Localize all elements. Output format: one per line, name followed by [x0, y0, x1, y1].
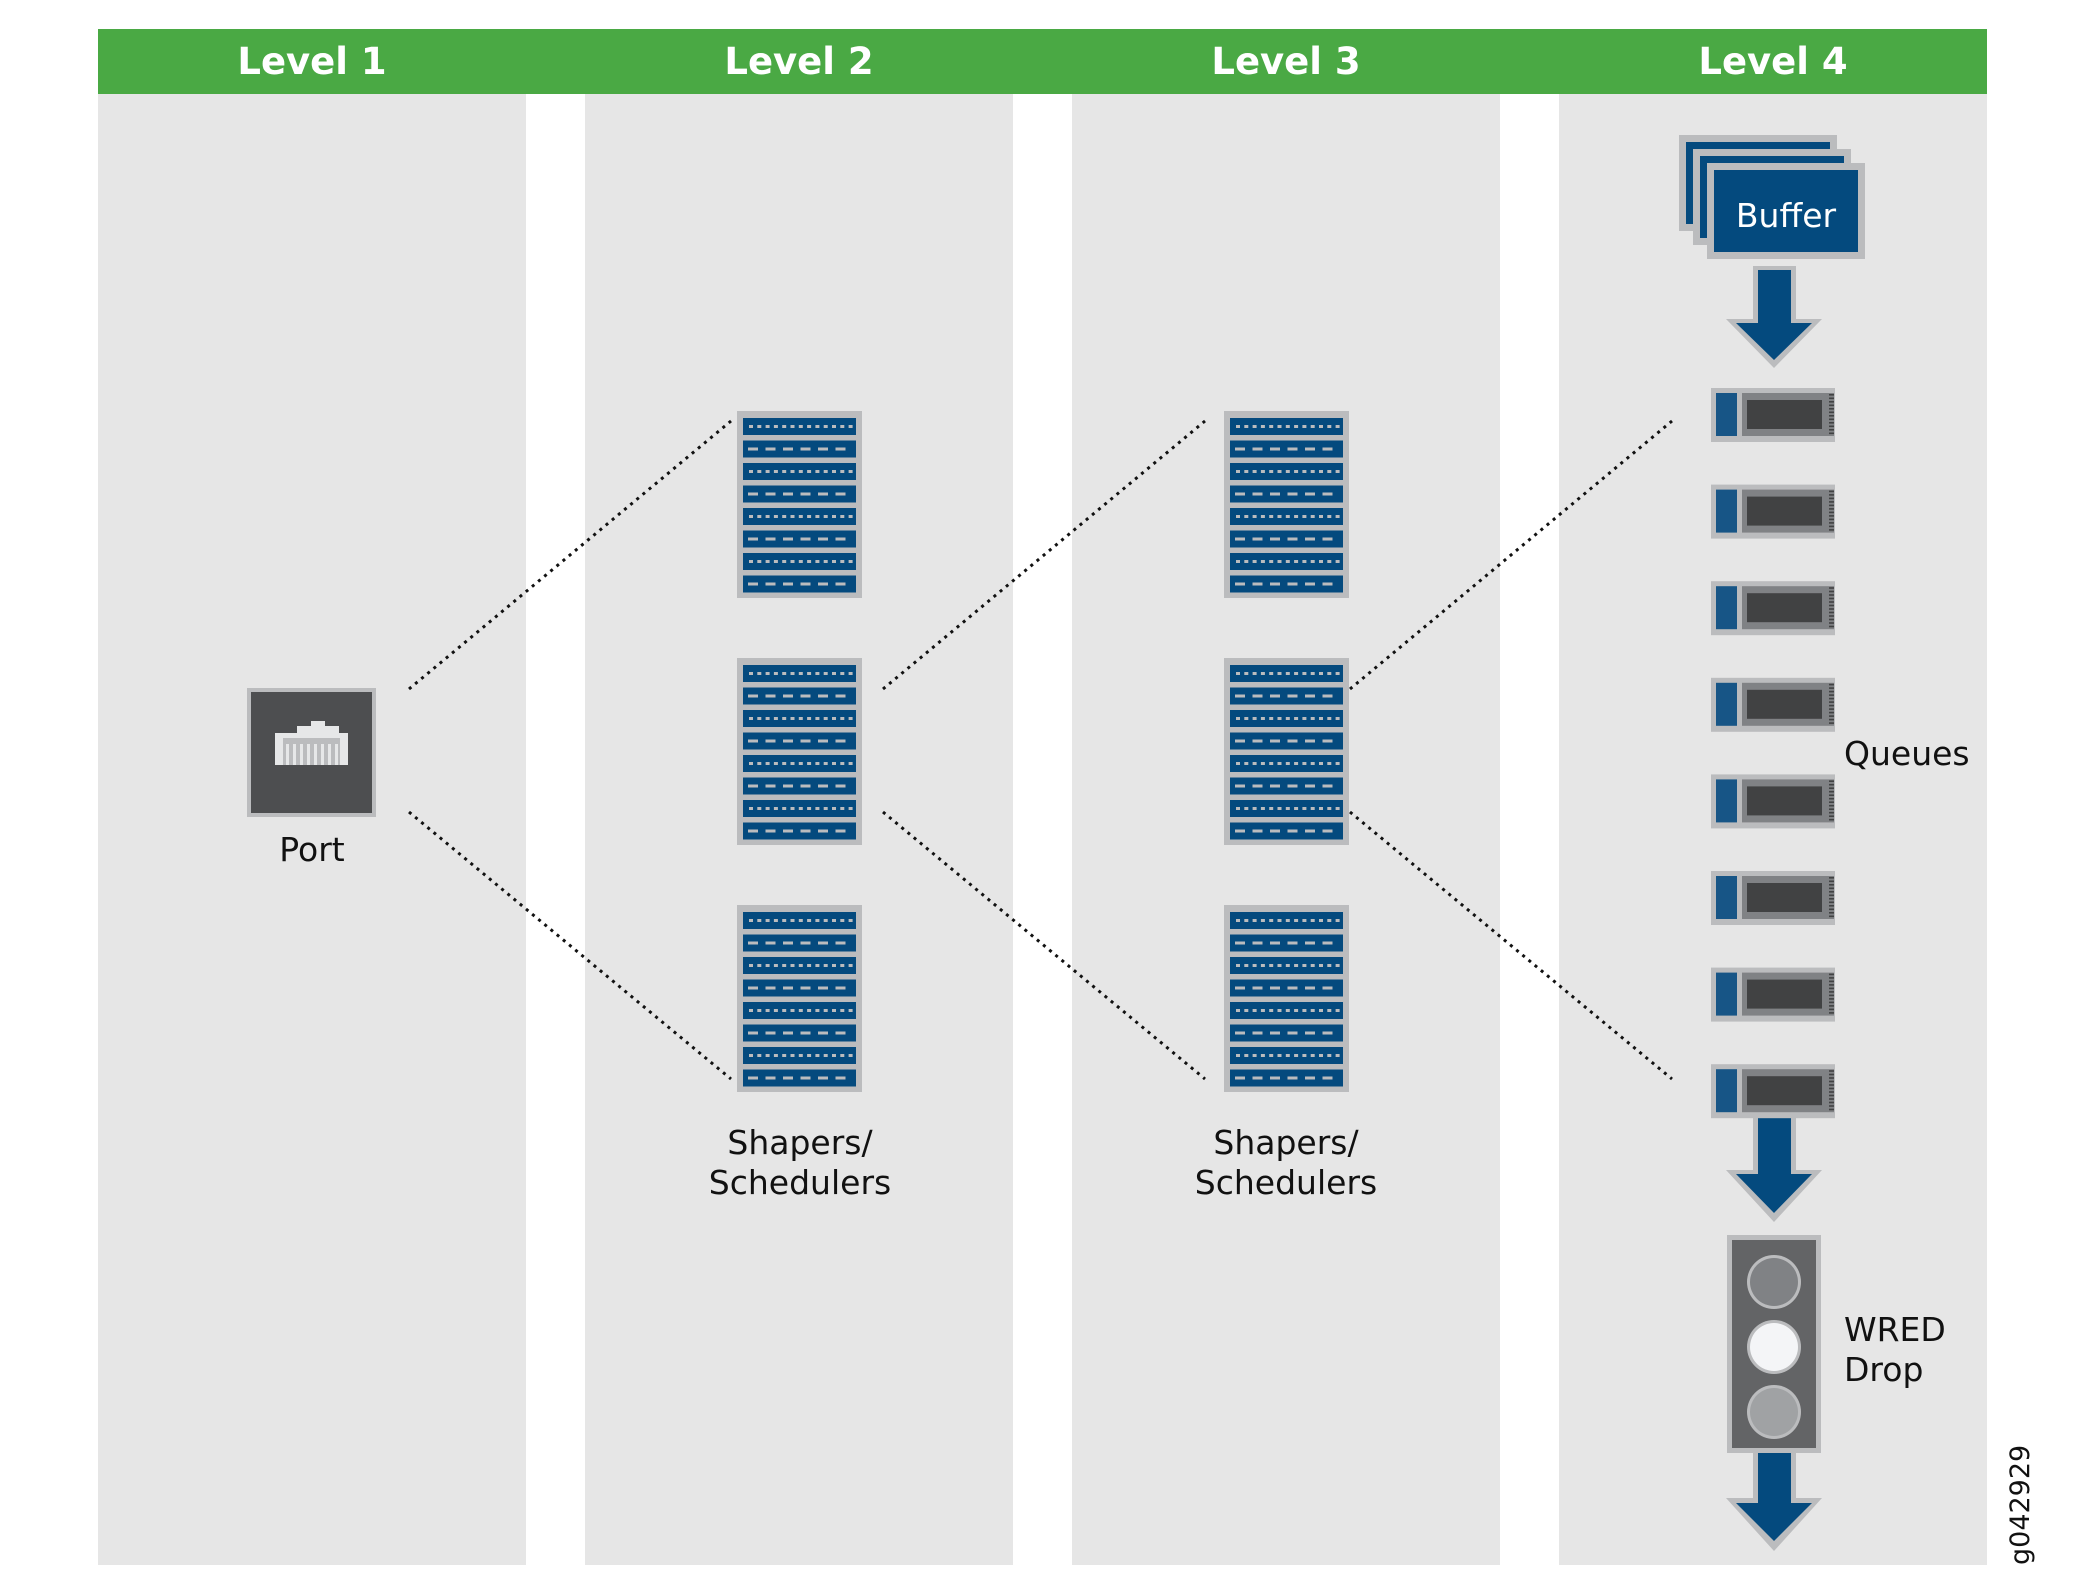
level-2-node-label: Shapers/ Schedulers	[680, 1123, 920, 1203]
arrow-down-icon	[1726, 1117, 1822, 1222]
connector-l1-l2-top	[408, 419, 732, 691]
wred-drop-label: WRED Drop	[1844, 1310, 1994, 1390]
queue-icon	[1711, 484, 1835, 539]
queue-icon	[1711, 581, 1835, 636]
scheduler-rack-icon	[1224, 411, 1349, 598]
scheduler-rack-icon	[1224, 905, 1349, 1092]
level-header-bar: Level 1 Level 2 Level 3 Level 4	[98, 29, 1987, 94]
queue-icon	[1711, 774, 1835, 829]
queue-icon	[1711, 967, 1835, 1022]
connector-l2-l3-bottom	[882, 810, 1206, 1081]
wred-label-line1: WRED	[1844, 1310, 1946, 1349]
level-2-title: Level 2	[724, 40, 874, 83]
level-3-label-line1: Shapers/	[1213, 1123, 1359, 1162]
queues-label: Queues	[1844, 734, 1970, 773]
wred-label-line2: Drop	[1844, 1350, 1924, 1389]
queue-icon	[1711, 871, 1835, 925]
ethernet-port-icon	[247, 688, 376, 817]
port-label: Port	[279, 830, 345, 869]
connector-l3-l4-top	[1349, 419, 1673, 691]
scheduler-rack-icon	[737, 411, 862, 598]
arrow-down-icon	[1726, 266, 1822, 368]
connectors	[408, 419, 1673, 1081]
arrow-down-icon	[1726, 1452, 1822, 1551]
level-4-title: Level 4	[1698, 40, 1848, 83]
buffer-stack-icon	[1679, 135, 1865, 259]
queue-list	[1711, 388, 1835, 1119]
scheduler-rack-icon	[737, 905, 862, 1092]
queue-icon	[1711, 677, 1835, 732]
level-2-label-line1: Shapers/	[727, 1123, 873, 1162]
level-3-label-line2: Schedulers	[1194, 1163, 1378, 1202]
connector-l1-l2-bottom	[408, 810, 732, 1081]
connector-l3-l4-bottom	[1349, 810, 1673, 1081]
level-2-label-line2: Schedulers	[708, 1163, 892, 1202]
level-3-node-label: Shapers/ Schedulers	[1166, 1123, 1406, 1203]
queue-icon	[1711, 1064, 1835, 1119]
figure-id: g042929	[2005, 1444, 2036, 1565]
scheduler-rack-icon	[1224, 658, 1349, 845]
queue-icon	[1711, 388, 1835, 442]
level-3-title: Level 3	[1211, 40, 1361, 83]
connector-l2-l3-top	[882, 419, 1206, 691]
wred-traffic-light-icon	[1727, 1235, 1821, 1453]
buffer-label: Buffer	[1735, 196, 1837, 235]
scheduler-rack-icon	[737, 658, 862, 845]
scheduler-racks	[737, 411, 1349, 1092]
level-1-title: Level 1	[237, 40, 387, 83]
level-1-column	[98, 94, 526, 1565]
